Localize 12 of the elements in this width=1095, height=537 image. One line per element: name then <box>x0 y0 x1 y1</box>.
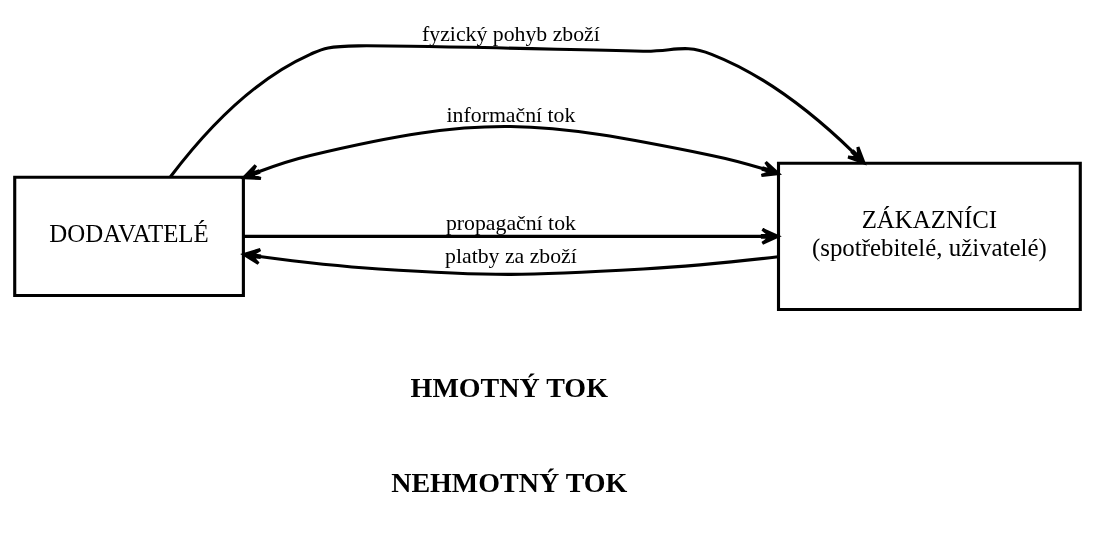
node-box: DODAVATELÉ <box>13 175 245 297</box>
arrow <box>243 227 780 245</box>
node-box: ZÁKAZNÍCI (spotřebitelé, uživatelé) <box>776 161 1082 311</box>
edge-label: informační tok <box>446 102 576 127</box>
edge-label: fyzický pohyb zboží <box>422 21 600 46</box>
edge-label: propagační tok <box>445 210 576 235</box>
arrow <box>169 43 866 178</box>
label: HMOTNÝ TOK <box>410 371 608 403</box>
edge-label: platby za zboží <box>445 243 577 268</box>
arrow <box>242 247 779 276</box>
arrow <box>242 124 780 180</box>
label: NEHMOTNÝ TOK <box>391 466 628 498</box>
